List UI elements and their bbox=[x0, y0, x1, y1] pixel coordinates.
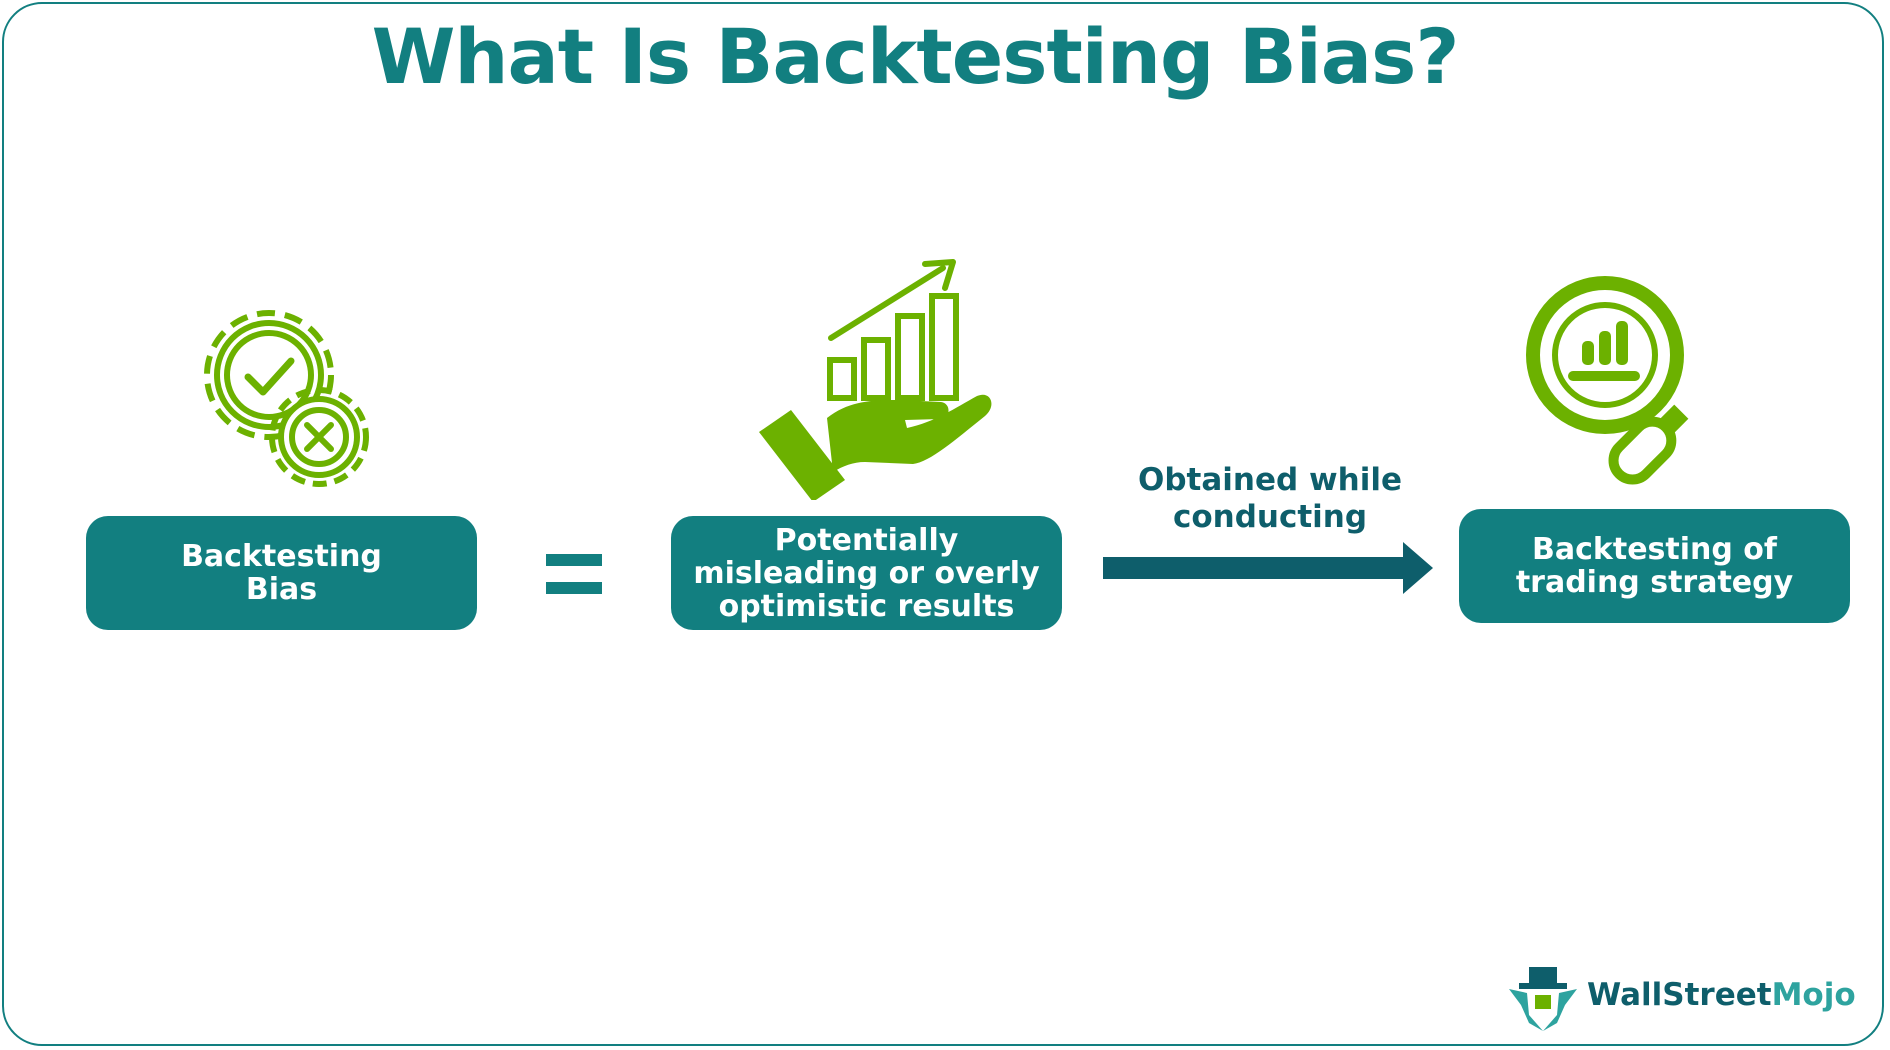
box-line: misleading or overly bbox=[693, 555, 1040, 591]
gears-check-cross-icon bbox=[204, 310, 369, 487]
brand-name: WallStreetMojo bbox=[1587, 977, 1856, 1013]
brand-part1: WallStreet bbox=[1587, 977, 1772, 1013]
equals-sign-top bbox=[546, 554, 602, 566]
trading-strategy-box: Backtesting of trading strategy bbox=[1459, 509, 1850, 623]
box-line: Backtesting of bbox=[1532, 532, 1777, 567]
hand-growth-chart-icon bbox=[759, 259, 992, 500]
box-line: Potentially bbox=[774, 522, 959, 558]
results-box: Potentially misleading or overly optimis… bbox=[671, 516, 1062, 630]
connector-line: Obtained while bbox=[1138, 462, 1402, 498]
brand-logo-icon bbox=[1509, 967, 1577, 1031]
magnifier-chart-icon bbox=[1526, 276, 1689, 485]
page-title: What Is Backtesting Bias? bbox=[371, 12, 1460, 101]
connector-line: conducting bbox=[1172, 499, 1368, 535]
box-line: Backtesting bbox=[181, 539, 382, 574]
brand-part2: Mojo bbox=[1771, 977, 1856, 1013]
box-line: Bias bbox=[245, 572, 318, 607]
box-line: optimistic results bbox=[718, 588, 1015, 624]
backtesting-bias-box: Backtesting Bias bbox=[86, 516, 477, 630]
connector-label: Obtained while conducting bbox=[1120, 462, 1420, 536]
equals-sign-bottom bbox=[546, 582, 602, 594]
right-arrow-icon bbox=[1103, 542, 1433, 594]
box-line: trading strategy bbox=[1515, 565, 1794, 600]
